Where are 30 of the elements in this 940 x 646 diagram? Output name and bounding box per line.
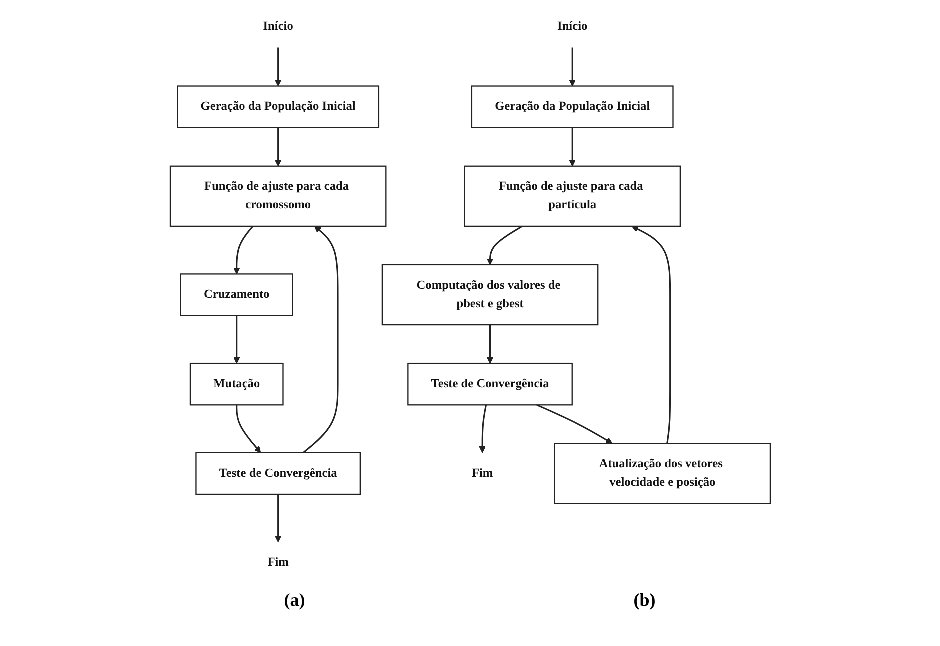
arrow <box>631 226 671 444</box>
node-text: Fim <box>267 556 288 570</box>
arrow <box>478 405 487 454</box>
arrow <box>274 48 282 87</box>
arrow <box>232 226 254 274</box>
arrow <box>232 316 240 364</box>
arrow <box>486 226 522 266</box>
panel-label: (a) <box>284 590 306 611</box>
node-box: Teste de Convergência <box>195 452 361 496</box>
node-box: Geração da População Inicial <box>176 86 380 128</box>
node-box: Função de ajuste para cada cromossomo <box>169 166 386 228</box>
arrow <box>536 404 612 444</box>
node-box: Função de ajuste para cada partícula <box>464 166 681 228</box>
arrow <box>568 128 576 167</box>
node-box: Teste de Convergência <box>407 362 572 406</box>
arrow <box>274 128 282 167</box>
node-box: Mutação <box>189 362 284 406</box>
node-text: Fim <box>471 466 493 480</box>
node-box: Atualização dos vetores velocidade e posição <box>554 443 771 504</box>
arrow <box>236 405 261 454</box>
node-box: Cruzamento <box>180 274 293 316</box>
node-box: Geração da População Inicial <box>470 86 674 128</box>
arrow <box>302 226 338 454</box>
node-text: Início <box>262 20 293 34</box>
arrow <box>486 325 494 364</box>
arrow <box>568 48 576 87</box>
arrow <box>274 494 282 543</box>
node-text: Início <box>557 20 588 34</box>
node-box: Computação dos valores de pbest e gbest <box>381 264 598 326</box>
panel-label: (b) <box>634 590 656 611</box>
